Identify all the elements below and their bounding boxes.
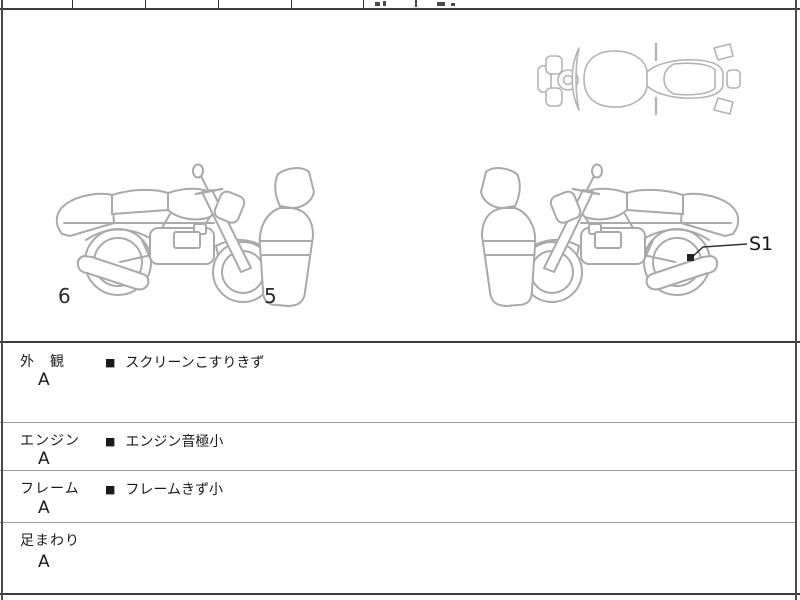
bullet-square-icon: ■ [105, 435, 116, 448]
remark-text: ■エンジン音極小 [105, 434, 224, 450]
rear-fender [85, 228, 151, 241]
row-rule [0, 470, 796, 471]
category-label: エンジン [20, 433, 80, 449]
callout-leader-line [687, 243, 748, 261]
condition-row-frame: フレーム A ■フレームきず小 [0, 471, 800, 522]
handlebar [571, 47, 580, 111]
headstock-center [562, 74, 574, 86]
panel-label-6: 6 [58, 284, 71, 308]
category-label: 足まわり [20, 533, 80, 549]
clipped-header-text-fragment [451, 3, 455, 6]
grade-value: A [38, 449, 50, 469]
category-label: フレーム [20, 481, 80, 497]
rear-signal-right [713, 97, 734, 115]
seat-pad-top [663, 62, 716, 96]
panel-label-5: 5 [264, 284, 277, 308]
grade-value: A [38, 498, 50, 518]
condition-row-engine: エンジン A ■エンジン音極小 [0, 423, 800, 470]
right-mirror [545, 87, 563, 107]
grade-value: A [38, 370, 50, 390]
remark-text: ■スクリーンこすりきず [105, 355, 265, 371]
clipped-header-text-fragment [415, 0, 417, 7]
bullet-square-icon: ■ [105, 356, 116, 369]
header-bottom-rule [0, 8, 800, 10]
callout-dot [687, 254, 694, 261]
header-column-divider [363, 0, 364, 9]
condition-row-undercarriage: 足まわり A [0, 523, 800, 593]
fairing-windscreen [274, 167, 315, 209]
rear-signal-left [713, 43, 734, 61]
clipped-header-text-fragment [383, 1, 386, 6]
sheet-left-border [1, 0, 3, 600]
left-mirror [545, 55, 563, 75]
seat [111, 188, 169, 215]
motorcycle-top-view-sketch [537, 42, 741, 116]
condition-row-exterior: 外 観 A ■スクリーンこすりきず [0, 343, 800, 422]
handlebar-side [194, 187, 224, 196]
callout-label-s1: S1 [749, 233, 774, 255]
remark-text: ■フレームきず小 [105, 482, 223, 498]
header-column-divider [291, 0, 292, 9]
section-top-rule [0, 341, 800, 343]
mirror-side [192, 163, 204, 179]
sheet-right-border [795, 0, 797, 600]
header-column-divider [218, 0, 219, 9]
category-label: 外 観 [20, 354, 65, 370]
section-bottom-rule [0, 593, 800, 595]
clipped-header-text-fragment [375, 2, 380, 6]
fuel-tank-top [583, 50, 648, 108]
tail-cowl [55, 192, 115, 237]
motorcycle-side-view-left-sketch [55, 163, 315, 307]
grade-value: A [38, 552, 50, 572]
exhaust-muffler [76, 255, 150, 291]
engine-cover [173, 231, 201, 249]
headlight [213, 190, 246, 224]
clipped-header-text-fragment [437, 2, 445, 6]
row-rule [0, 522, 796, 523]
fairing-lines [260, 240, 313, 256]
bullet-square-icon: ■ [105, 483, 116, 496]
header-column-divider [145, 0, 146, 9]
tail-top [726, 69, 741, 89]
row-rule [0, 422, 796, 423]
header-column-divider [72, 0, 73, 9]
fairing-body [258, 207, 314, 307]
